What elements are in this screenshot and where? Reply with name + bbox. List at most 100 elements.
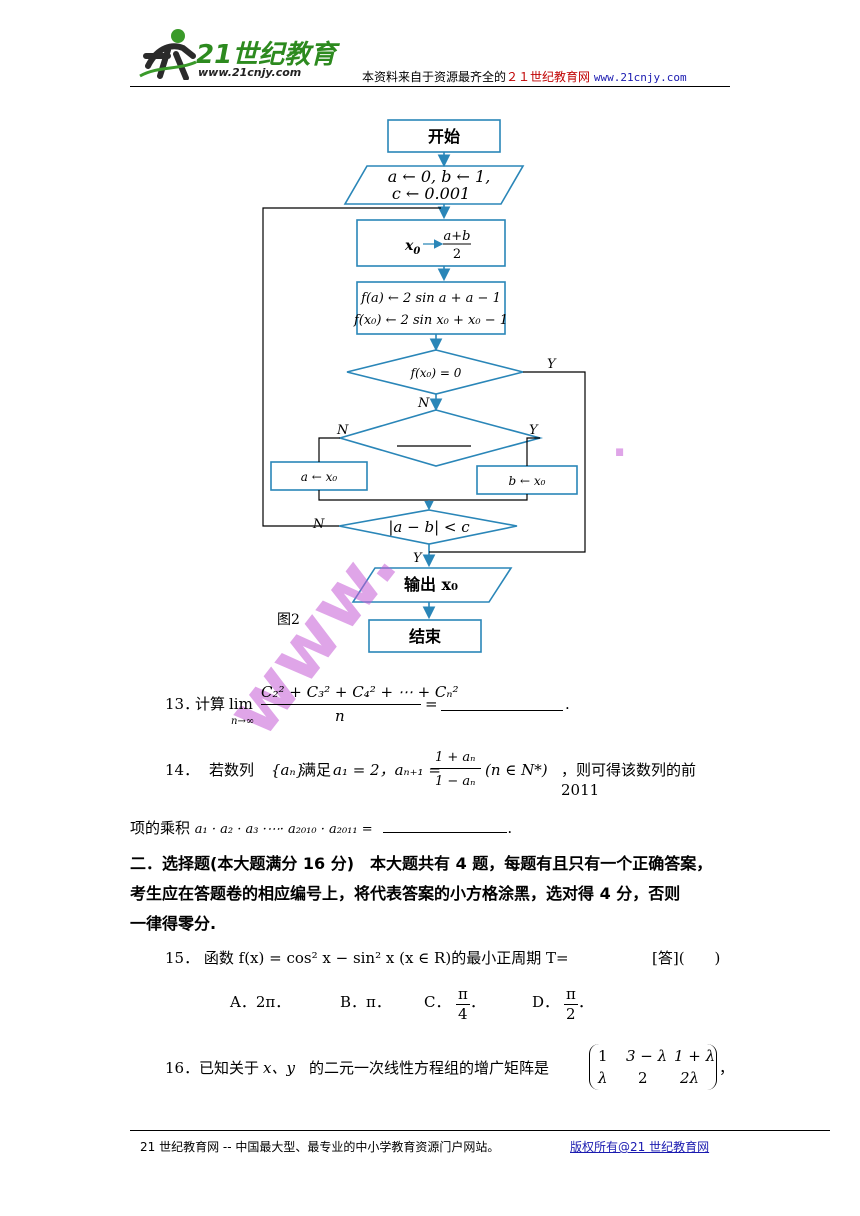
q16-text1: 已知关于 [199,1059,260,1077]
q13-end: . [565,695,570,713]
q15-option-d-tail: ． [578,993,594,1011]
footer-rule [130,1130,830,1131]
q15-option-d-label: D． [532,993,560,1011]
q15-number: 15． [165,949,200,967]
q16-matrix: 1 3 − λ 1 + λ λ 2 2λ [589,1044,717,1090]
q15-answer-tag[interactable]: [答]( ) [652,949,721,967]
question-14-line2: 项的乘积 a₁ · a₂ · a₃ ·⋯· a₂₀₁₀ · a₂₀₁₁ = . [130,818,690,840]
q14-text2: 满足 [301,761,332,779]
q16-m12: 3 − λ [626,1047,668,1065]
fa-line: f(a) ← 2 sin a + a − 1 [360,291,501,306]
q16-vars: x、y [263,1059,295,1077]
q16-m21: λ [598,1069,608,1087]
q14-frac-num: 1 + aₙ [435,750,476,765]
q15-option-b-label: B． [340,993,367,1011]
q15-option-b-value: π． [366,993,391,1011]
q14-line2-text: 项的乘积 [130,819,191,837]
q13-number: 13． [165,695,200,713]
q16-number: 16． [165,1059,200,1077]
q15-option-c-den: 4 [458,1005,468,1023]
q16-m13: 1 + λ [674,1047,716,1065]
q13-denominator: n [335,707,345,725]
q14-frac-den: 1 − aₙ [435,774,476,789]
q16-m22: 2 [638,1069,648,1087]
q15-option-d[interactable]: D． [532,992,559,1012]
q15-option-b[interactable]: B．π． [340,992,391,1012]
q13-numerator: C₂² + C₃² + C₄² + ⋯ + Cₙ² [261,683,459,701]
site-logo: 21世纪教育 www.21cnjy.com [138,26,338,82]
no-label-2: N [336,423,349,438]
logo-title: 21世纪教育 [196,40,337,70]
q14-answer-blank[interactable] [383,818,508,833]
q14-text1: 若数列 [209,761,255,779]
right-assign-label: b ← x₀ [509,474,546,488]
question-16: 16． 已知关于 x、y 的二元一次线性方程组的增广矩阵是 1 3 − λ 1 … [165,1044,740,1092]
flowchart: 开始 a ← 0, b ← 1, c ← 0.001 x0 a+b 2 f(a)… [262,119,586,653]
q15-option-c-bar [456,1004,470,1005]
header-notice-prefix: 本资料来自于资源最齐全的 [362,70,507,84]
yes-label-2: Y [529,423,539,438]
init-line2: c ← 0.001 [392,184,470,203]
q15-option-a-value: 2π． [255,993,291,1011]
q13-lim-sub: n→∞ [231,716,255,727]
question-14: 14． 若数列 {aₙ} 满足 a₁ = 2，aₙ₊₁ = 1 + aₙ 1 −… [165,748,735,799]
assign-x0-box [356,219,506,267]
q15-options: A．2π． B．π． C． π 4 ． D． π 2 ． [230,984,650,1024]
left-assign-label: a ← x₀ [301,470,338,484]
section-2-line3: 一律得零分. [130,914,217,933]
header-notice-url[interactable]: www.21cnjy.com [593,71,687,84]
q15-option-c-tail: ． [470,993,486,1011]
q14-text3: ，则可得该数列的前 2011 [561,761,697,799]
footer-right[interactable]: 版权所有@21 世纪教育网 [570,1140,710,1154]
header-rule [130,86,730,87]
q13-lim: lim [229,695,253,713]
init-line1: a ← 0, b ← 1, [388,167,491,186]
no-label-3: N [312,517,325,532]
q16-end: ， [719,1059,735,1077]
watermark-dot: . [612,420,628,466]
section-2-title: 二．选择题(本大题满分 16 分) 本大题共有 4 题，每题有且只有一个正确答案… [130,854,713,873]
logo-url: www.21cnjy.com [198,66,302,79]
question-15: 15． 函数 f(x) = cos² x − sin² x (x ∈ R)的最小… [165,948,735,968]
decision1-label: f(x₀) = 0 [410,366,462,380]
f-box [356,281,506,335]
q13-equals: = [425,695,438,713]
q14-domain: (n ∈ N*) [485,761,548,779]
figure-caption: 图2 [277,612,300,628]
decision3-label: |a − b| < c [388,518,470,536]
section-2-line2: 考生应在答题卷的相应编号上，将代表答案的小方格涂黑，选对得 4 分，否则 [130,884,681,903]
assign-x0-lhs: x0 [404,238,420,257]
no-label-1: N [417,396,430,411]
q14-number: 14． [165,761,200,779]
q15-option-a-label: A． [230,993,256,1011]
q16-text2: 的二元一次线性方程组的增广矩阵是 [309,1059,550,1077]
q15-option-c-num: π [458,985,468,1003]
start-label: 开始 [428,127,460,146]
assign-num: a+b [444,229,471,244]
header-notice-site: ２１世纪教育网 [506,70,591,84]
q15-option-c-label: C． [424,993,451,1011]
q15-option-c[interactable]: C． [424,992,450,1012]
q15-text: 函数 f(x) = cos² x − sin² x (x ∈ R)的最小正周期 … [203,949,569,967]
q16-m23: 2λ [680,1069,700,1087]
init-parallelogram [343,165,525,205]
decision-blank [337,409,544,467]
q13-fraction-bar [261,704,421,705]
footer-left: 21 世纪教育网 -- 中国最大型、最专业的中小学教育资源门户网站。 [140,1140,500,1154]
output-parallelogram [351,567,513,603]
yes-label-1: Y [547,357,557,372]
q14-end: . [507,819,513,837]
q14-frac-bar [431,768,481,769]
q13-answer-blank[interactable] [441,696,563,711]
yes-label-3: Y [413,551,423,566]
end-label: 结束 [408,627,442,646]
q14-condition: a₁ = 2，aₙ₊₁ = [333,761,441,779]
question-13: 13． 计算 lim n→∞ C₂² + C₃² + C₄² + ⋯ + Cₙ²… [165,680,725,727]
q15-option-a[interactable]: A．2π． [230,992,290,1012]
header-notice: 本资料来自于资源最齐全的２１世纪教育网 www.21cnjy.com [362,68,687,85]
end-box [368,619,482,653]
output-label: 输出 x₀ [404,575,458,594]
fx0-line: f(x₀) ← 2 sin x₀ + x₀ − 1 [353,313,508,328]
q15-option-d-bar [564,1004,578,1005]
q14-product: a₁ · a₂ · a₃ ·⋯· a₂₀₁₀ · a₂₀₁₁ = [194,822,373,837]
